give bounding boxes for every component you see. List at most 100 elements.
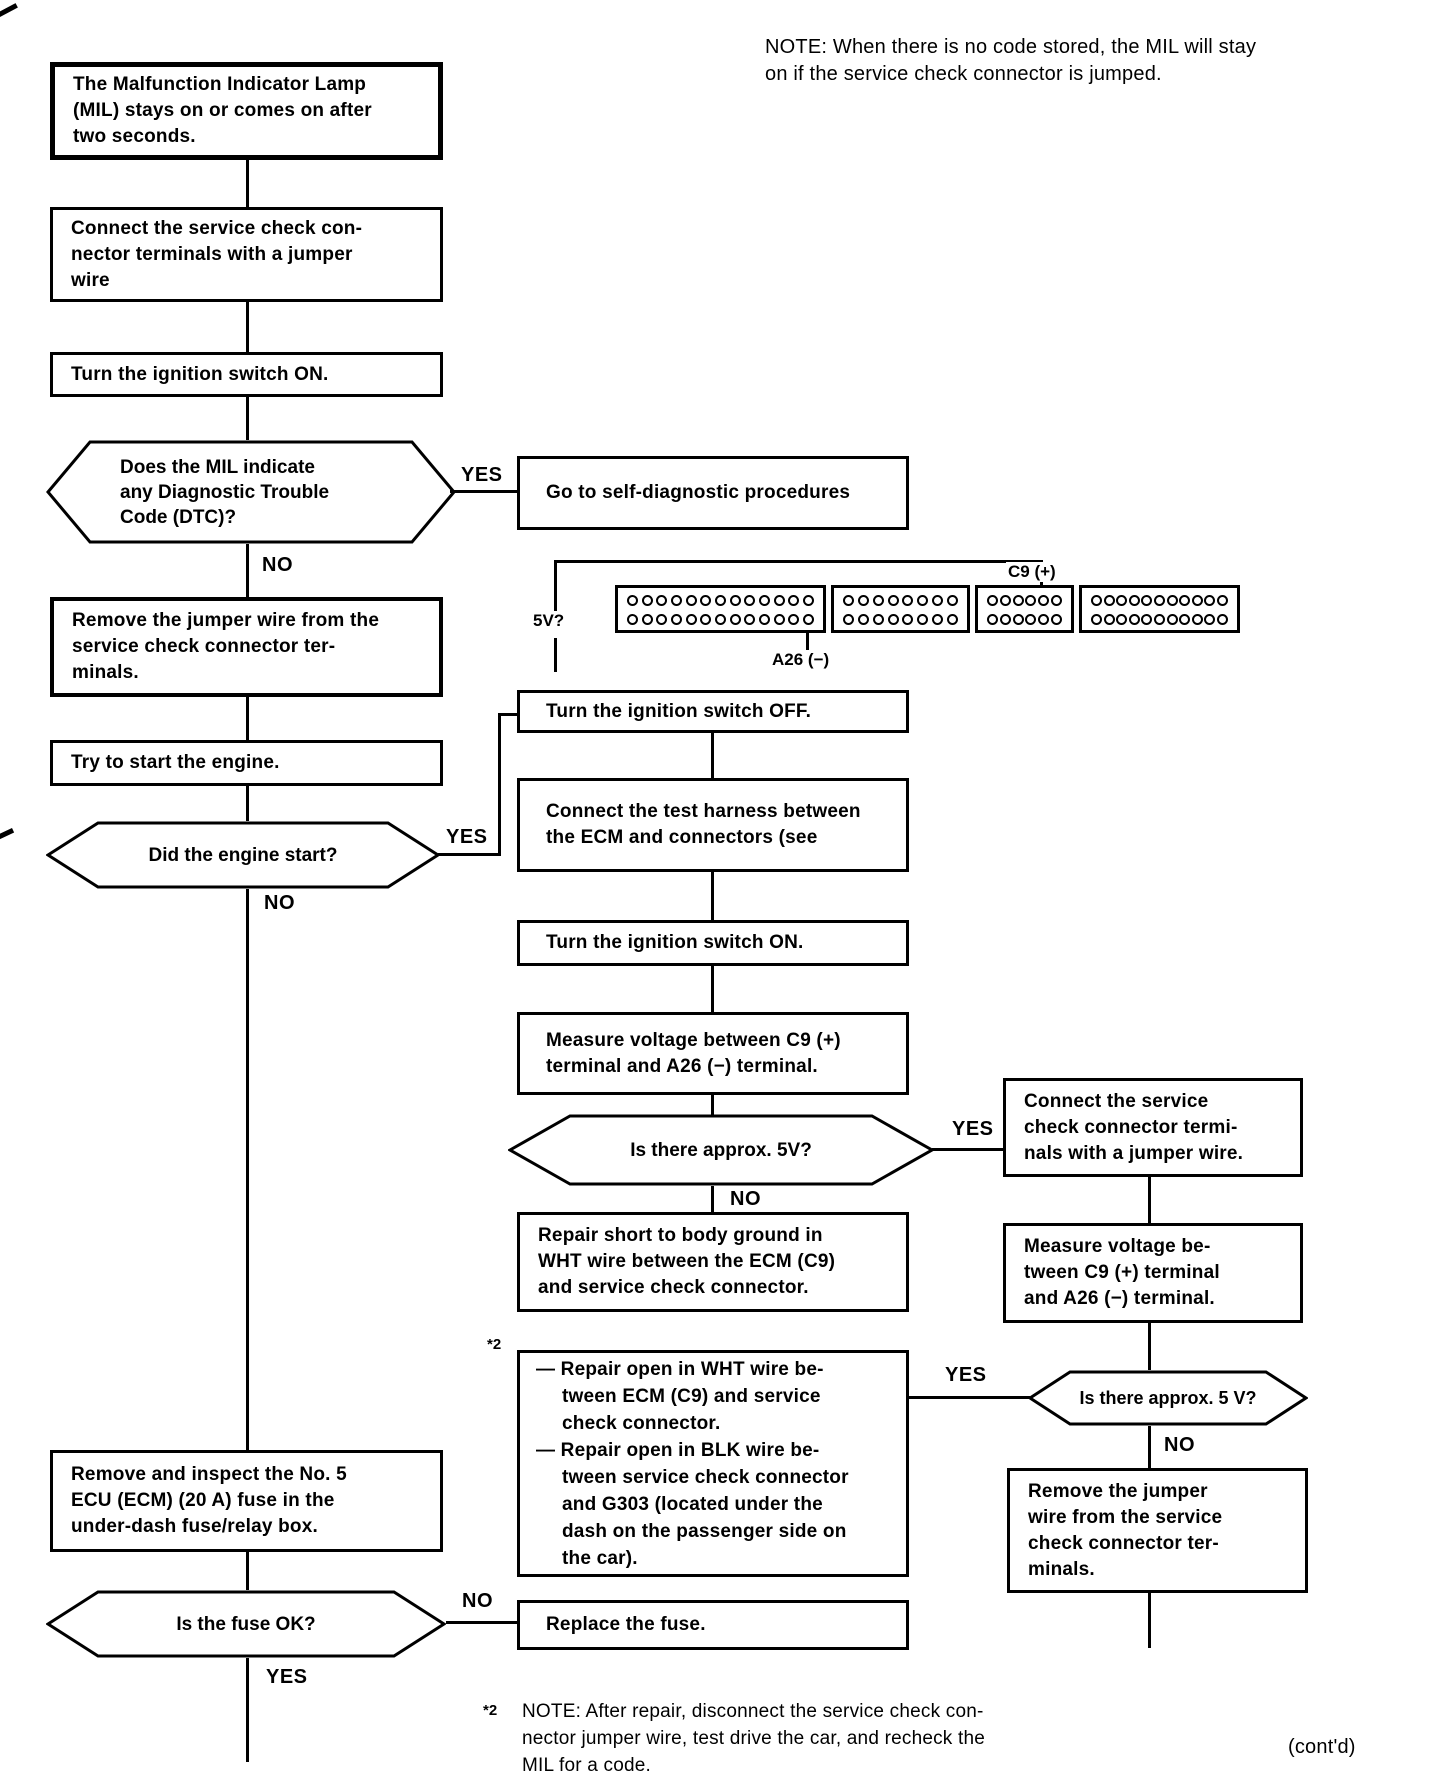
- process-box-ignition-on: Turn the ignition switch ON.: [50, 352, 443, 397]
- connector-pin: [627, 595, 638, 606]
- connector-pin: [843, 614, 854, 625]
- connector-pin: [887, 595, 899, 606]
- flow-line: [711, 872, 714, 920]
- decision-engine-start: Did the engine start?: [46, 821, 440, 889]
- flow-line: [932, 1148, 1003, 1151]
- process-box-connect-jumper-2: Connect the service check connector term…: [1003, 1078, 1303, 1177]
- process-box-ignition-on-2: Turn the ignition switch ON.: [517, 920, 909, 966]
- connector-pin: [902, 614, 914, 625]
- connector-pin: [987, 614, 998, 625]
- scan-artifact: [0, 828, 15, 841]
- contd-label: (cont'd): [1288, 1736, 1356, 1758]
- connector-pin: [729, 595, 741, 606]
- top-note: NOTE: When there is no code stored, the …: [765, 36, 1257, 85]
- connector-pin: [715, 595, 726, 606]
- connector-pin: [1128, 614, 1140, 625]
- connector-pin: [1141, 595, 1153, 606]
- flow-line: [711, 1186, 714, 1212]
- connector-pin: [788, 614, 800, 625]
- process-text: Go to self-diagnostic procedures: [546, 482, 851, 503]
- process-box-ignition-off: Turn the ignition switch OFF.: [517, 690, 909, 733]
- edge-label-yes: YES: [943, 1364, 989, 1387]
- connector-pin: [1217, 595, 1228, 606]
- a26-leader-line: [806, 633, 809, 650]
- decision-mil-dtc: Does the MIL indicate any Diagnostic Tro…: [46, 440, 456, 544]
- connector-pin: [656, 614, 668, 625]
- flow-line: [498, 713, 501, 856]
- flow-line: [246, 544, 249, 597]
- footnote-marker: *2: [483, 1702, 498, 1719]
- connector-pin: [627, 614, 638, 625]
- edge-label-yes: YES: [459, 464, 505, 487]
- connector-pin: [857, 595, 869, 606]
- flow-line: [1148, 1426, 1151, 1468]
- connector-pin: [1012, 595, 1024, 606]
- flow-line: [446, 1621, 517, 1624]
- flow-line: [1148, 1323, 1151, 1370]
- process-box-try-start: Try to start the engine.: [50, 740, 443, 786]
- hexagon-shape: [46, 1590, 446, 1658]
- edge-label-yes: YES: [264, 1666, 310, 1689]
- connector-pin: [773, 614, 785, 625]
- edge-label-no: NO: [728, 1188, 763, 1211]
- connector-pin: [1012, 614, 1024, 625]
- connector-pin: [947, 614, 958, 625]
- connector-pin: [700, 595, 712, 606]
- edge-label-no: NO: [1162, 1434, 1197, 1457]
- decision-text: Did the engine start?: [148, 844, 338, 866]
- process-box-remove-jumper: Remove the jumper wire from the service …: [50, 597, 443, 697]
- decision-text: Does the MIL indicate any Diagnostic Tro…: [120, 456, 330, 528]
- connector-pin: [759, 614, 770, 625]
- decision-approx-5v-2: Is there approx. 5 V?: [1028, 1370, 1308, 1426]
- edge-label-yes: YES: [444, 826, 490, 849]
- connector-pin: [932, 595, 944, 606]
- connector-pin: [803, 595, 814, 606]
- connector-pin: [773, 595, 785, 606]
- decision-text: Is the fuse OK?: [176, 1613, 316, 1635]
- connector-pin: [671, 614, 682, 625]
- connector-pin: [1204, 614, 1216, 625]
- scan-artifact: [0, 3, 18, 18]
- edge-label-no: NO: [460, 1590, 495, 1613]
- connector-pin: [1154, 595, 1165, 606]
- decision-approx-5v: Is there approx. 5V?: [508, 1114, 934, 1186]
- decision-fuse-ok: Is the fuse OK?: [46, 1590, 446, 1658]
- connector-pin: [1204, 595, 1216, 606]
- ecm-connector-b: [831, 585, 970, 633]
- connector-pin: [1154, 614, 1165, 625]
- edge-label-yes: YES: [950, 1118, 996, 1141]
- connector-pin: [656, 595, 668, 606]
- flow-line: [711, 1095, 714, 1116]
- flow-line: [246, 302, 249, 352]
- connector-pin: [1191, 595, 1203, 606]
- connector-pin: [641, 614, 653, 625]
- connector-pin: [1141, 614, 1153, 625]
- process-box-remove-jumper-2: Remove the jumper wire from the service …: [1007, 1468, 1308, 1593]
- connector-pin: [1128, 595, 1140, 606]
- connector-pin: [1166, 614, 1178, 625]
- connector-pin: [671, 595, 682, 606]
- decision-text: Is there approx. 5 V?: [1079, 1387, 1257, 1408]
- connector-pin: [1103, 614, 1115, 625]
- connector-pin: [1038, 614, 1050, 625]
- connector-pin: [1103, 595, 1115, 606]
- connector-pin: [641, 595, 653, 606]
- process-box-repair-open: — Repair open in WHT wire be- tween ECM …: [517, 1350, 909, 1577]
- connector-pin: [1179, 614, 1191, 625]
- process-box-self-diagnostic: Go to self-diagnostic procedures: [517, 456, 909, 530]
- flow-line: [246, 889, 249, 1450]
- flow-line: [246, 397, 249, 440]
- connector-pin: [917, 595, 929, 606]
- a26-terminal-label: A26 (−): [770, 650, 832, 670]
- c9-terminal-label: C9 (+): [1006, 562, 1058, 582]
- connector-pin: [1179, 595, 1191, 606]
- connector-pin: [803, 614, 814, 625]
- process-box-test-harness: Connect the test harness between the ECM…: [517, 778, 909, 872]
- ecm-connector-d: [1079, 585, 1240, 633]
- flow-line: [246, 786, 249, 821]
- connector-pin: [700, 614, 712, 625]
- voltage-question-label: 5V?: [531, 611, 567, 631]
- connector-pin: [872, 595, 884, 606]
- connector-pin: [788, 595, 800, 606]
